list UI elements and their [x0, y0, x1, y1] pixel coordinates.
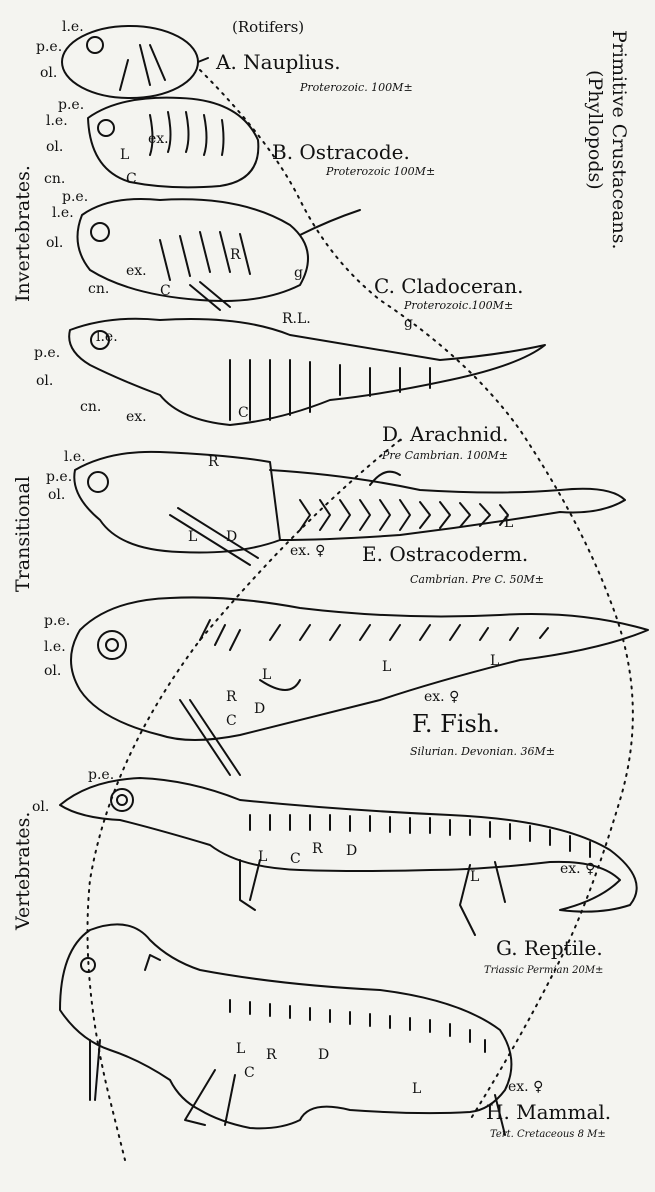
stage-period-fish: Silurian. Devonian. 36M±	[410, 746, 555, 757]
nauplius-drawing	[62, 26, 208, 98]
part-C-c: C	[160, 284, 171, 298]
part-ol-e: ol.	[48, 488, 65, 502]
stage-name-ostracode: B. Ostracode.	[272, 142, 410, 162]
part-pe-c: p.e.	[62, 190, 88, 204]
part-pe-a: p.e.	[36, 40, 62, 54]
part-D-g: D	[346, 844, 357, 858]
phyllopods-label: (Phyllopods)	[585, 70, 604, 190]
crustaceans-label: Primitive Crustaceans.	[609, 30, 628, 250]
part-pe-f: p.e.	[44, 614, 70, 628]
part-cn-c: cn.	[88, 282, 109, 296]
stage-name-reptile: G. Reptile.	[496, 938, 603, 958]
part-C-f: C	[226, 714, 237, 728]
part-L-f: L	[262, 668, 271, 682]
part-g-c: g	[294, 266, 303, 280]
invertebrates-label: Invertebrates.	[14, 165, 33, 302]
stage-period-arachnid: Pre Cambrian. 100M±	[382, 450, 508, 461]
part-cn-d: cn.	[80, 400, 101, 414]
part-ex-d: ex.	[126, 410, 147, 424]
part-L-g2: L	[470, 870, 479, 884]
stage-period-nauplius: Proterozoic. 100M±	[300, 82, 413, 93]
cladoceran-drawing	[78, 199, 361, 310]
part-L-h: L	[236, 1042, 245, 1056]
transitional-label: Transitional	[14, 476, 33, 592]
part-L-e: L	[188, 530, 197, 544]
part-ol-b: ol.	[46, 140, 63, 154]
stage-period-ostracode: Proterozoic 100M±	[326, 166, 435, 177]
stage-period-mammal: Tert. Cretaceous 8 M±	[490, 1130, 606, 1140]
part-L-e2: L	[504, 516, 513, 530]
ostracoderm-drawing	[74, 452, 625, 565]
stage-name-nauplius: A. Nauplius.	[216, 52, 341, 72]
stage-name-mammal: H. Mammal.	[486, 1102, 611, 1122]
part-R-e: R	[208, 455, 219, 469]
ostracode-drawing	[88, 98, 258, 188]
vertebrates-label: Vertebrates.	[14, 812, 33, 930]
part-RL-d: R.L.	[282, 312, 311, 326]
stage-period-ostracoderm: Cambrian. Pre C. 50M±	[410, 574, 544, 585]
part-le-e: l.e.	[64, 450, 86, 464]
part-le-f: l.e.	[44, 640, 66, 654]
rotifers-label: (Rotifers)	[232, 20, 304, 35]
fish-drawing	[71, 597, 648, 775]
part-L-g: L	[258, 850, 267, 864]
part-R-c: R	[230, 248, 241, 262]
stage-name-ostracoderm: E. Ostracoderm.	[362, 544, 528, 564]
lineage-line	[200, 70, 633, 1120]
part-pe-g: p.e.	[88, 768, 114, 782]
part-L-f2: L	[382, 660, 391, 674]
part-ex-c: ex.	[126, 264, 147, 278]
part-ol-g: ol.	[32, 800, 49, 814]
stage-name-fish: F. Fish.	[412, 712, 500, 736]
part-g-d: g	[404, 316, 413, 330]
part-C-h: C	[244, 1066, 255, 1080]
part-L-b: L	[120, 148, 129, 162]
stage-name-cladoceran: C. Cladoceran.	[374, 276, 524, 296]
part-D-f: D	[254, 702, 265, 716]
mammal-drawing	[60, 924, 511, 1135]
part-pe-e: p.e.	[46, 470, 72, 484]
part-L-f3: L	[490, 654, 499, 668]
part-le-a: l.e.	[62, 20, 84, 34]
part-exs-h: ex. ♀	[508, 1080, 543, 1094]
part-ol-a: ol.	[40, 66, 57, 80]
part-exs-g: ex. ♀	[560, 862, 595, 876]
part-ol-f: ol.	[44, 664, 61, 678]
part-ol-d: ol.	[36, 374, 53, 388]
part-ol-c: ol.	[46, 236, 63, 250]
part-C-g: C	[290, 852, 301, 866]
part-D-h: D	[318, 1048, 329, 1062]
part-exs-f: ex. ♀	[424, 690, 459, 704]
part-L-h2: L	[412, 1082, 421, 1096]
part-C-b: C	[126, 172, 137, 186]
part-C-d: C	[238, 406, 249, 420]
part-pe-b: p.e.	[58, 98, 84, 112]
stage-name-arachnid: D. Arachnid.	[382, 424, 508, 444]
part-exs-e: ex. ♀	[290, 544, 325, 558]
part-R-f: R	[226, 690, 237, 704]
stage-period-reptile: Triassic Permian 20M±	[484, 966, 603, 976]
part-R-h: R	[266, 1048, 277, 1062]
part-R-g: R	[312, 842, 323, 856]
part-ex-b: ex.	[148, 132, 169, 146]
part-pe-d: p.e.	[34, 346, 60, 360]
part-D-e: D	[226, 530, 237, 544]
part-le-c: l.e.	[52, 206, 74, 220]
part-le-d: l.e.	[96, 330, 118, 344]
part-le-b: l.e.	[46, 114, 68, 128]
part-cn-b: cn.	[44, 172, 65, 186]
stage-period-cladoceran: Proterozoic.100M±	[404, 300, 513, 311]
